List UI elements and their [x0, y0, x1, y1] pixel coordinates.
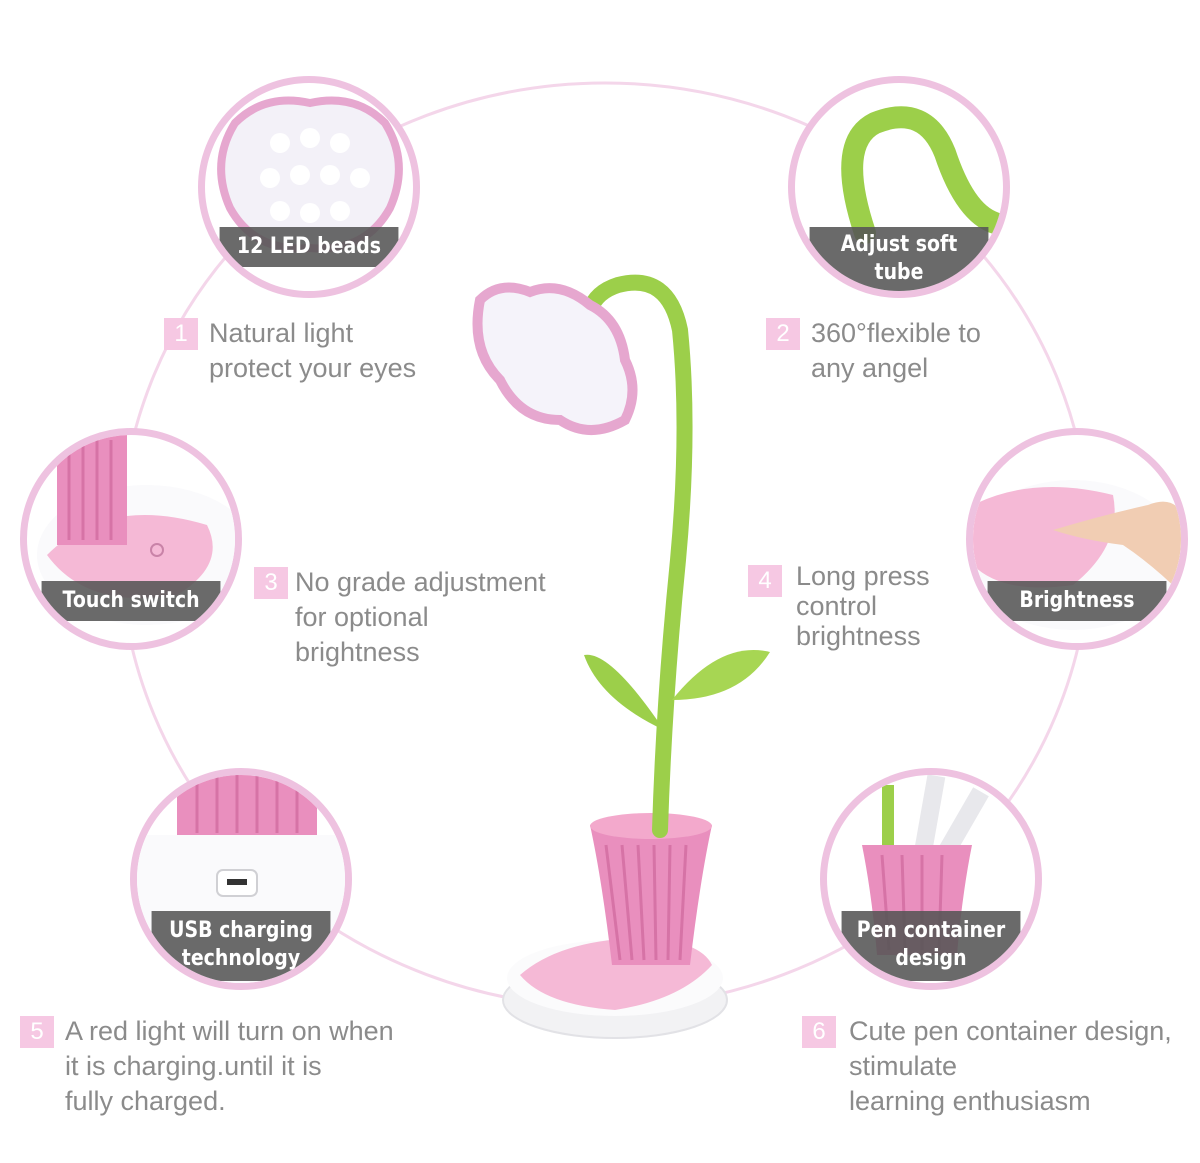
feature-text: Natural light protect your eyes [209, 318, 417, 383]
callout-usb-charging: USB charging technology [130, 768, 352, 990]
callout-label: Pen container design [841, 911, 1021, 981]
callout-soft-tube: Adjust soft tube [788, 76, 1010, 298]
callout-pen-container: Pen container design [820, 768, 1042, 990]
callout-label: 12 LED beads [219, 227, 399, 267]
feature-number-badge: 3 [254, 567, 288, 599]
feature-number-badge: 5 [20, 1016, 54, 1048]
callout-brightness: Brightness [966, 428, 1188, 650]
callout-touch-switch: Touch switch [20, 428, 242, 650]
feature-text: No grade adjustment for optional brightn… [295, 567, 546, 667]
led-panel-icon [217, 96, 403, 253]
feature-number-badge: 2 [766, 318, 800, 350]
callout-led-beads: 12 LED beads [198, 76, 420, 298]
feature-text: A red light will turn on when it is char… [65, 1016, 394, 1116]
callout-label: USB charging technology [151, 911, 331, 981]
feature-number-badge: 6 [802, 1016, 836, 1048]
feature-number-badge: 4 [748, 565, 782, 597]
callout-label: Adjust soft tube [809, 227, 989, 291]
feature-text: Long press control brightness [796, 561, 930, 651]
feature-text: 360°flexible to any angel [811, 318, 981, 383]
callout-label: Brightness [987, 581, 1167, 621]
feature-number-badge: 1 [164, 318, 198, 350]
soft-tube-icon [841, 106, 1003, 244]
callout-label: Touch switch [41, 581, 221, 621]
feature-text: Cute pen container design, stimulate lea… [849, 1016, 1172, 1116]
